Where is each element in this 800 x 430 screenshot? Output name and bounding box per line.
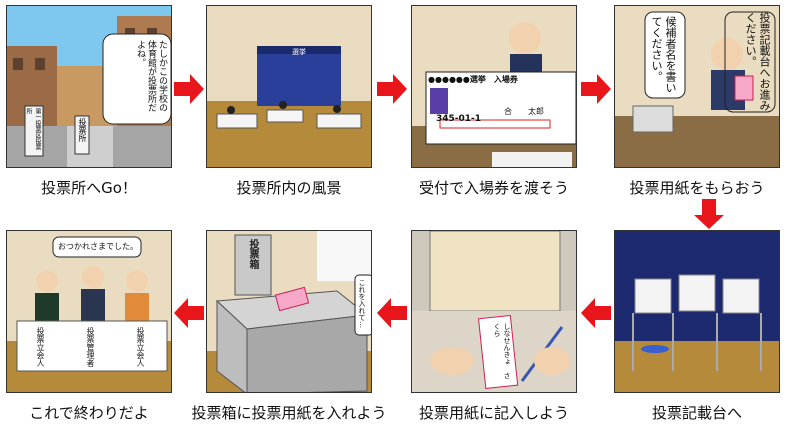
notice-board: 第一投票区投票所 (26, 108, 41, 150)
caption-step-7: 投票箱に投票用紙を入れよう (191, 404, 387, 422)
panel-step-8: おつかれさまでした。 投票立会人 投票管理者 投票立会人 (6, 230, 172, 393)
speech-bubble-proceed: 投票記載台へお進みください。 (744, 12, 771, 111)
caption-step-4: 投票用紙をもらおう (629, 179, 765, 197)
ticket-name: 合 太郎 (504, 107, 544, 116)
ballot-name: しなせんきょ さくら (493, 323, 511, 379)
panel-step-5 (614, 230, 780, 393)
voting-booths-scene (615, 231, 779, 392)
caption-step-1: 投票所へGo！ (41, 179, 137, 197)
caption-step-3: 受付で入場券を渡そう (418, 179, 569, 197)
nameplate-center: 投票管理者 (86, 327, 95, 367)
panel-step-6: しなせんきょ さくら (411, 230, 577, 393)
panel-step-7: 投票箱 これを入れて… (206, 230, 372, 393)
speech-bubble: これを入れて… (358, 279, 366, 328)
arrow-right-icon (174, 74, 204, 104)
ticket-number: 345-01-1 (436, 114, 482, 124)
curtain-sign: 選挙 (292, 48, 306, 56)
arrow-left-icon (581, 298, 611, 328)
panel-step-1: たしかこの学校の体育館が投票所だよね。 投票所 第一投票区投票所 (6, 5, 172, 168)
panel-step-4: 候補者名を書いてください。 投票記載台へお進みください。 (614, 5, 780, 168)
nameplate-right: 投票立会人 (136, 327, 145, 367)
reception-scene (412, 6, 576, 167)
speech-bubble-candidate: 候補者名を書いてください。 (650, 16, 677, 93)
panel-step-3: ●●●●●●選挙 入場券 345-01-1 合 太郎 (411, 5, 577, 168)
arrow-right-icon (581, 74, 611, 104)
ticket-title: ●●●●●●選挙 入場券 (428, 75, 518, 84)
caption-step-8: これで終わりだよ (29, 404, 149, 422)
panel-step-2: 選挙 (206, 5, 372, 168)
arrow-down-icon (694, 199, 724, 229)
arrow-left-icon (377, 298, 407, 328)
writing-booth-scene (412, 231, 576, 392)
caption-step-5: 投票記載台へ (651, 404, 742, 422)
speech-bubble: たしかこの学校の体育館が投票所だよね。 (135, 40, 167, 112)
ballot-issue-scene (615, 6, 779, 167)
ballot-box-scene (207, 231, 371, 392)
speech-bubble: おつかれさまでした。 (58, 242, 138, 251)
polling-sign: 投票所 (78, 118, 87, 142)
caption-step-2: 投票所内の風景 (236, 179, 342, 197)
ballot-box-label: 投票箱 (247, 239, 258, 269)
nameplate-left: 投票立会人 (36, 327, 45, 367)
officials-table-scene (7, 231, 171, 392)
school-scene (7, 6, 171, 167)
caption-step-6: 投票用紙に記入しよう (418, 404, 569, 422)
gym-interior-scene (207, 6, 371, 167)
arrow-left-icon (174, 298, 204, 328)
arrow-right-icon (377, 74, 407, 104)
